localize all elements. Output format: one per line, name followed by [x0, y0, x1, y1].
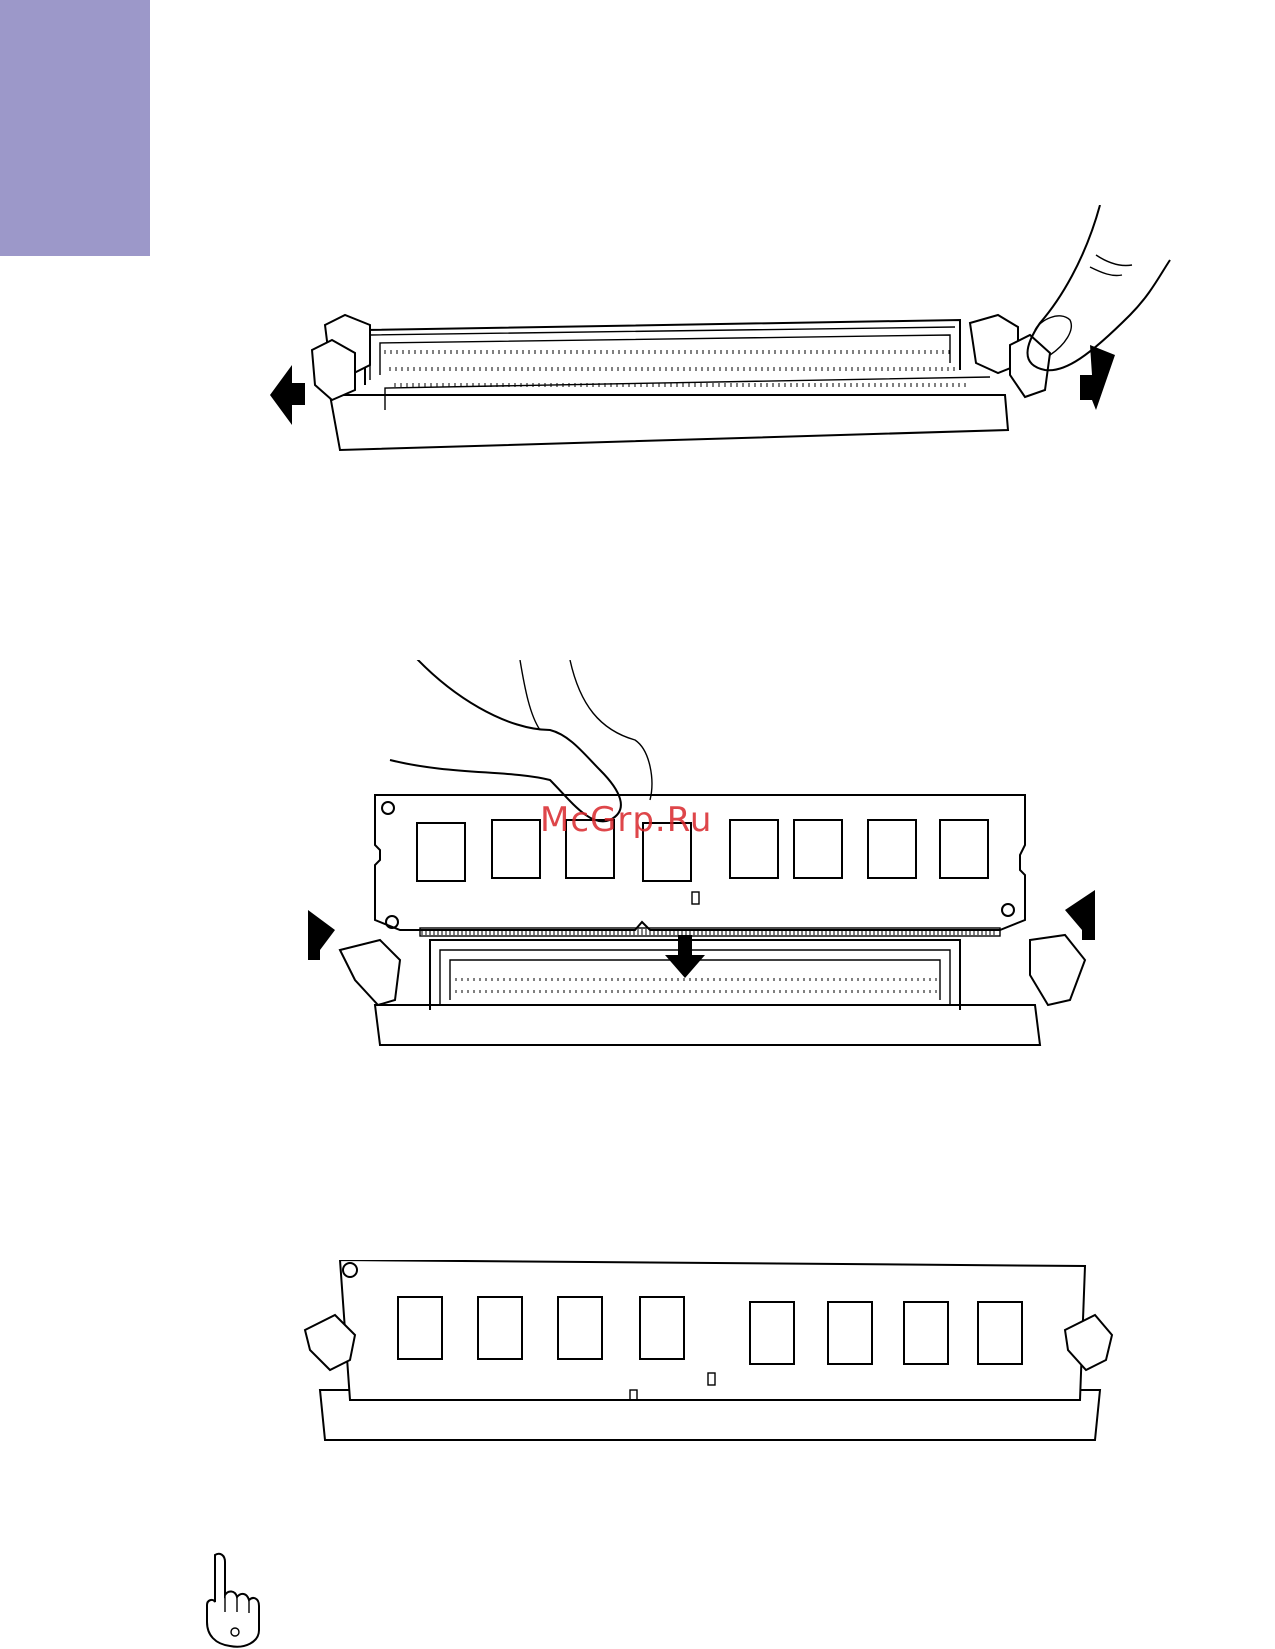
slot-pin-rows — [450, 978, 936, 993]
left-inward-arrow — [308, 910, 335, 960]
pointing-hand-icon — [195, 1550, 270, 1649]
dimm-slot-base — [330, 395, 1008, 450]
dimm-slot-base — [375, 1005, 1040, 1045]
memory-module-pcb — [340, 1260, 1085, 1400]
watermark-text: McGrp.Ru — [540, 800, 712, 840]
right-retaining-clip — [1030, 935, 1085, 1005]
dimm-module-insert-figure — [300, 660, 1180, 1100]
left-retaining-clip — [312, 315, 370, 400]
right-inward-arrow — [1065, 890, 1095, 940]
down-insert-arrow — [665, 935, 705, 978]
slot-pin-rows — [385, 350, 965, 387]
left-retaining-clip — [340, 940, 400, 1005]
dimm-module-seated-figure — [300, 1260, 1180, 1480]
left-outward-arrow — [270, 365, 305, 425]
chapter-side-tab — [0, 0, 150, 256]
dimm-slot-open-clips-figure — [270, 205, 1230, 485]
finger-outline — [1028, 205, 1171, 370]
